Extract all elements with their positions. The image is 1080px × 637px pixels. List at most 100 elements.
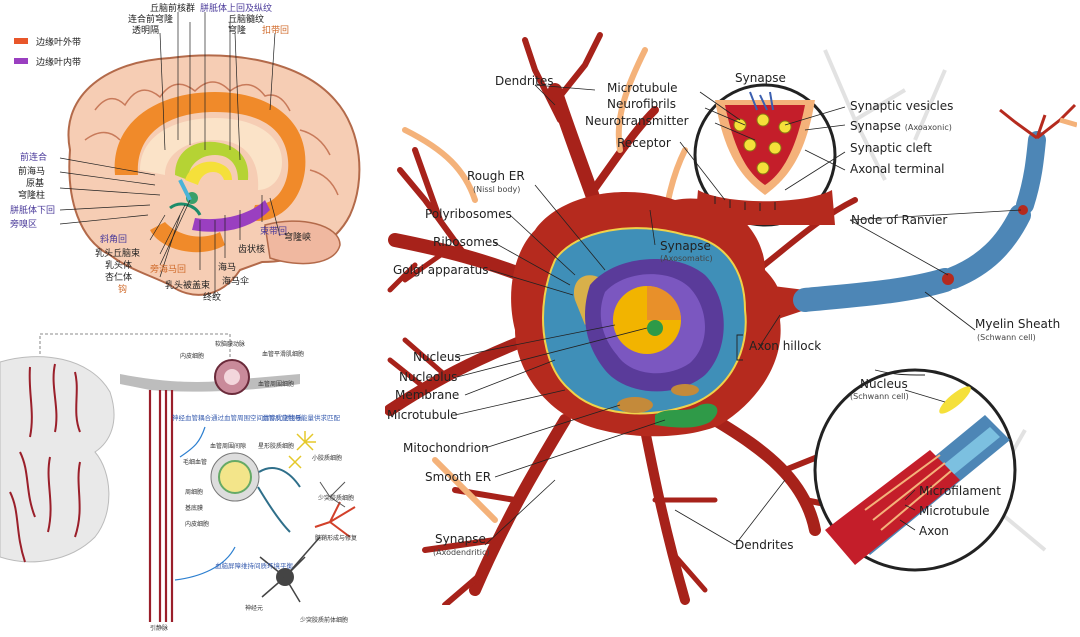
- node-of-ranvier-1: [942, 273, 954, 285]
- artery-lumen: [224, 369, 240, 385]
- myelin-segment-1: [793, 268, 957, 312]
- label-astrocyte: 星形胶质细胞: [258, 442, 294, 450]
- label-dendrites-bottom: Dendrites: [735, 538, 793, 552]
- label-fasciolar-gyrus: 束带回: [260, 226, 287, 237]
- microtubules-synapse: [749, 91, 774, 111]
- astrocyte-processes: [257, 467, 301, 533]
- label-amygdala: 杏仁体: [105, 271, 132, 283]
- label-nucleolus: Nucleolus: [399, 370, 457, 384]
- label-myelination: 髓鞘形成与修复: [315, 534, 357, 542]
- label-myelin-sheath-sub: (Schwann cell): [977, 333, 1036, 342]
- label-golgi: Golgi apparatus: [393, 263, 489, 277]
- label-synapse-axodendritic: Synapse: [435, 532, 486, 546]
- nucleolus: [647, 320, 663, 336]
- label-nucleus: Nucleus: [413, 350, 461, 364]
- legend-outer-label: 边缘叶外带: [36, 36, 81, 48]
- axon-terminal-branches: [999, 103, 1077, 140]
- label-neurofibrils: Neurofibrils: [607, 97, 676, 111]
- label-mammillotegmental-tract: 乳头被盖束: [165, 279, 210, 291]
- label-stria-terminalis: 终纹: [203, 291, 221, 303]
- brain-leader-lines: [59, 12, 281, 298]
- label-parahippocampal-gyrus: 旁海马回: [150, 263, 186, 275]
- label-neuron: 神经元: [245, 604, 263, 612]
- cerebellum: [264, 220, 341, 265]
- label-fornix-column: 穹隆柱: [18, 189, 45, 201]
- label-node-of-ranvier: Node of Ranvier: [851, 213, 947, 227]
- label-isthmus-fornix: 穹隆峡: [284, 231, 311, 243]
- label-mammillothalamic-tract: 乳头丘脑束: [95, 247, 140, 259]
- label-anterior-thalamic-nuclei: 丘脑前核群: [150, 2, 195, 14]
- label-cingulate-gyrus: 扣带回: [262, 24, 289, 36]
- label-microglia: 小胶质细胞: [312, 454, 342, 462]
- label-mammillary-body: 乳头体: [105, 259, 132, 271]
- label-hippocampus: 海马: [218, 261, 236, 273]
- microfilaments: [864, 454, 952, 531]
- label-basement-membrane: 基底膜: [185, 504, 203, 512]
- label-fornix: 穹隆: [228, 24, 246, 36]
- label-rough-er: Rough ER: [467, 169, 525, 183]
- label-myelin-sheath: Myelin Sheath: [975, 317, 1060, 331]
- label-endothelial-1: 内皮细胞: [180, 352, 204, 360]
- brain-section: [0, 356, 115, 563]
- cortical-vessels: [9, 363, 81, 563]
- pial-surface: [120, 374, 300, 392]
- label-opc: 少突胶质前体细胞: [300, 616, 348, 624]
- label-polyribosomes: Polyribosomes: [425, 207, 512, 221]
- label-uncus: 钩: [118, 283, 127, 295]
- label-oligodendrocyte: 少突胶质细胞: [318, 494, 354, 502]
- label-supracallosal-gyrus: 胼胝体上回及纵纹: [200, 2, 272, 14]
- node-of-ranvier-2: [1018, 205, 1028, 215]
- label-fimbria: 海马伞: [222, 275, 249, 287]
- penetrating-vessels: [148, 390, 174, 622]
- label-mitochondrion: Mitochondrion: [403, 441, 489, 455]
- label-microtubule-mid: Microtubule: [387, 408, 458, 422]
- label-axonal-terminal: Axonal terminal: [850, 162, 945, 176]
- limbic-outer-band: [114, 92, 306, 221]
- arrow-metabolite-clearance: [179, 426, 206, 458]
- smooth-er: [655, 403, 718, 428]
- synaptic-vesicles-group: [733, 113, 792, 175]
- neuron-leader-lines: [454, 84, 1022, 546]
- label-paraolfactory-area: 旁嗅区: [10, 218, 37, 230]
- label-membrane: Membrane: [395, 388, 459, 402]
- label-vascular-reactivity: 血管反应性与能量供求匹配: [262, 413, 341, 422]
- neurovascular-panel: 神经血管耦合通过血管周围空间清除代谢物质 血管反应性与能量供求匹配 血脑屏障维持…: [0, 322, 385, 633]
- capillary-lumen: [218, 460, 252, 494]
- label-bbb-homeostasis: 血脑屏障维持间质环境平衡: [215, 561, 294, 570]
- fornix: [175, 141, 249, 180]
- limbic-inner-band: [192, 200, 270, 232]
- postsynaptic-membrane: [695, 190, 835, 225]
- label-synapse-callout: Synapse: [735, 71, 786, 85]
- label-dentate-nucleus: 齿状核: [238, 243, 265, 255]
- label-synapse-axoaxonic: Synapse (Axoaxonic): [850, 119, 952, 133]
- label-endothelial-2: 内皮细胞: [185, 520, 209, 528]
- label-neurotransmitter: Neurotransmitter: [585, 114, 689, 128]
- receptors: [714, 196, 776, 211]
- neuron-panel: Dendrites Microtubule Neurofibrils Neuro…: [384, 30, 1078, 608]
- label-synaptic-cleft: Synaptic cleft: [850, 141, 932, 155]
- amygdala-tract: [169, 202, 202, 216]
- label-pial-artery: 软脑膜动脉: [215, 340, 245, 348]
- myelin-segment-2: [942, 204, 1031, 289]
- label-microtubule-axon: Microtubule: [919, 504, 990, 518]
- label-axon: Axon: [919, 524, 949, 538]
- label-vsmc: 血管平滑肌细胞: [262, 350, 304, 358]
- synapse-callout: [693, 83, 837, 227]
- mammillothalamic-tract: [178, 179, 192, 201]
- axon: [793, 103, 1078, 312]
- label-nv-coupling: 神经血管耦合通过血管周围空间清除代谢物质: [172, 413, 303, 422]
- nucleus-section: [647, 286, 681, 320]
- label-receptor: Receptor: [617, 136, 671, 150]
- label-ribosomes: Ribosomes: [433, 235, 499, 249]
- schwann-nucleus: [939, 386, 971, 414]
- label-axon-hillock: Axon hillock: [749, 339, 821, 353]
- label-synapse-axosomatic-sub: (Axosomatic): [660, 254, 713, 263]
- label-microtubule-top: Microtubule: [607, 81, 678, 95]
- mitochondrion-2: [671, 384, 699, 396]
- neuron-processes: [259, 536, 321, 603]
- label-pericyte: 周细胞: [185, 488, 203, 496]
- legend-swatch-inner: [14, 58, 28, 64]
- brain-limbic-panel: 边缘叶外带 边缘叶内带 丘脑前核群 胼胝体上回及纵纹 连合前穹隆 丘脑髓纹 透明…: [0, 0, 385, 320]
- brain-limbic-diagram: 边缘叶外带 边缘叶内带 丘脑前核群 胼胝体上回及纵纹 连合前穹隆 丘脑髓纹 透明…: [10, 2, 361, 303]
- myelin-callout: [813, 368, 1017, 572]
